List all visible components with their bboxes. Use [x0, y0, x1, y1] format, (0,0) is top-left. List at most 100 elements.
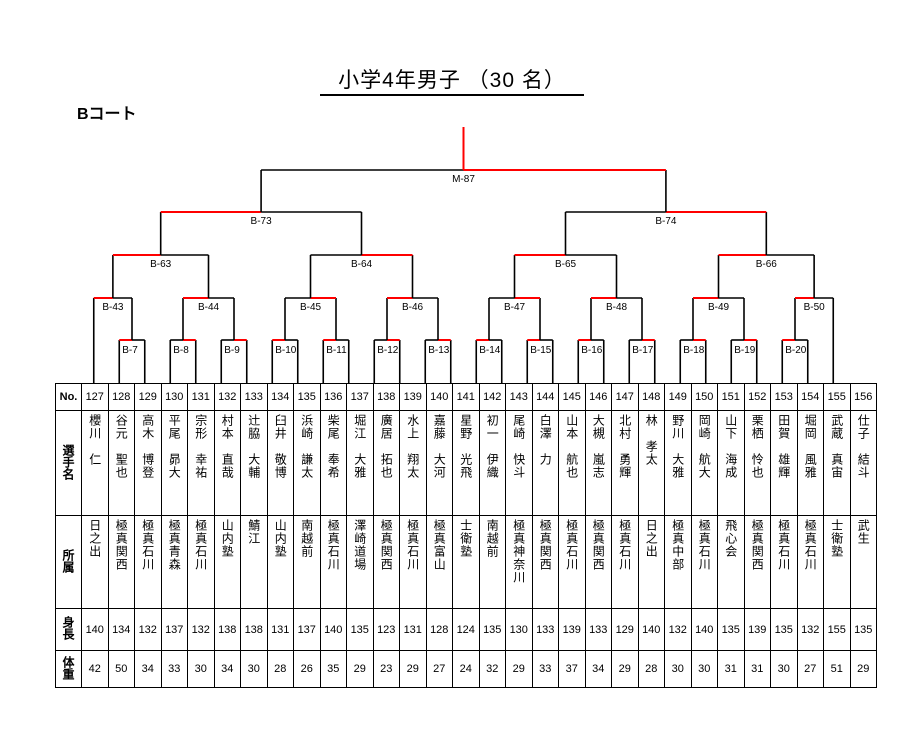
match-label: B-13 [428, 345, 450, 356]
player-aff: 日之出 [87, 519, 102, 558]
player-aff-cell: 極真石川 [558, 515, 586, 609]
player-height-cell: 135 [770, 608, 798, 651]
match-label: B-64 [351, 259, 373, 270]
player-no-cell: 145 [558, 383, 586, 411]
match-label: B-16 [581, 345, 603, 356]
player-name: 野川 大雅 [670, 414, 685, 479]
header-no: No. [55, 383, 82, 411]
player-weight-cell: 31 [717, 650, 745, 688]
header-height: 身長 [61, 616, 75, 640]
player-weight-cell: 29 [399, 650, 427, 688]
player-aff: 極真神奈川 [511, 519, 526, 584]
player-aff-cell: 極真富山 [425, 515, 453, 609]
player-no-cell: 130 [160, 383, 188, 411]
player-weight-cell: 29 [611, 650, 639, 688]
player-no-cell: 151 [717, 383, 745, 411]
player-name: 堀岡 風雅 [803, 414, 818, 479]
player-weight-cell: 26 [293, 650, 321, 688]
player-name-cell: 高木 博登 [134, 410, 162, 516]
player-no-cell: 141 [452, 383, 480, 411]
player-aff-cell: 極真石川 [611, 515, 639, 609]
player-no-cell: 131 [187, 383, 215, 411]
player-weight-cell: 29 [346, 650, 374, 688]
player-no-cell: 132 [213, 383, 241, 411]
match-label: B-65 [555, 259, 577, 270]
player-height-cell: 131 [266, 608, 294, 651]
player-name-cell: 山本 航也 [558, 410, 586, 516]
player-aff: 極真石川 [776, 519, 791, 571]
player-weight-cell: 32 [478, 650, 506, 688]
player-aff: 武生 [856, 519, 871, 545]
player-aff-cell: 日之出 [637, 515, 665, 609]
player-aff: 極真関西 [114, 519, 129, 571]
player-no-cell: 143 [505, 383, 533, 411]
player-name-cell: 仕子 結斗 [849, 410, 877, 516]
player-aff-cell: 極真石川 [770, 515, 798, 609]
player-name-cell: 村本 直哉 [213, 410, 241, 516]
player-height-cell: 137 [293, 608, 321, 651]
player-height-cell: 133 [584, 608, 612, 651]
player-height-cell: 131 [399, 608, 427, 651]
player-name-cell: 初一 伊織 [478, 410, 506, 516]
player-no-cell: 138 [372, 383, 400, 411]
match-label: B-15 [530, 345, 552, 356]
player-height-cell: 135 [478, 608, 506, 651]
player-aff: 極真石川 [803, 519, 818, 571]
player-name: 高木 博登 [140, 414, 155, 479]
player-aff-cell: 極真石川 [134, 515, 162, 609]
player-height-cell: 140 [690, 608, 718, 651]
player-weight-cell: 42 [81, 650, 109, 688]
match-label: B-66 [756, 259, 778, 270]
player-weight-cell: 23 [372, 650, 400, 688]
player-weight-cell: 34 [213, 650, 241, 688]
match-label: M-87 [452, 174, 475, 185]
match-label: B-74 [655, 216, 677, 227]
player-weight-cell: 34 [584, 650, 612, 688]
player-no-cell: 140 [425, 383, 453, 411]
player-aff: 極真石川 [326, 519, 341, 571]
player-aff-cell: 鯖江 [240, 515, 268, 609]
player-name: 大槻 嵐志 [591, 414, 606, 479]
player-aff: 極真中部 [670, 519, 685, 571]
player-aff-cell: 澤崎道場 [346, 515, 374, 609]
player-weight-cell: 24 [452, 650, 480, 688]
player-aff-cell: 極真青森 [160, 515, 188, 609]
player-aff-cell: 極真神奈川 [505, 515, 533, 609]
player-name: 臼井 敬博 [273, 414, 288, 479]
match-label: B-46 [402, 302, 424, 313]
match-label: B-17 [632, 345, 654, 356]
player-weight-cell: 30 [690, 650, 718, 688]
player-aff: 極真石川 [617, 519, 632, 571]
player-no-cell: 154 [796, 383, 824, 411]
player-name: 宗形 幸祐 [193, 414, 208, 479]
header-affiliation: 所属 [61, 548, 75, 573]
player-aff-cell: 極真関西 [372, 515, 400, 609]
player-weight-cell: 33 [531, 650, 559, 688]
player-name-cell: 岡崎 航大 [690, 410, 718, 516]
player-name: 山下 海成 [723, 414, 738, 479]
player-no-cell: 136 [319, 383, 347, 411]
player-aff-cell: 飛心会 [717, 515, 745, 609]
player-name: 仕子 結斗 [856, 414, 871, 479]
player-name: 星野 光飛 [458, 414, 473, 479]
player-aff-cell: 南越前 [478, 515, 506, 609]
player-height-cell: 134 [107, 608, 135, 651]
player-name-cell: 尾崎 快斗 [505, 410, 533, 516]
player-weight-cell: 28 [637, 650, 665, 688]
player-name-cell: 野川 大雅 [664, 410, 692, 516]
player-name: 平尾 昴大 [167, 414, 182, 479]
player-aff-cell: 山内塾 [266, 515, 294, 609]
match-label: B-43 [102, 302, 124, 313]
player-height-cell: 132 [187, 608, 215, 651]
player-aff: 鯖江 [246, 519, 261, 545]
player-name: 堀江 大雅 [352, 414, 367, 479]
player-no-cell: 156 [849, 383, 877, 411]
player-name: 櫻川 仁 [87, 414, 102, 466]
player-weight-cell: 30 [187, 650, 215, 688]
player-no-cell: 155 [823, 383, 851, 411]
player-aff: 極真石川 [140, 519, 155, 571]
player-weight-cell: 33 [160, 650, 188, 688]
